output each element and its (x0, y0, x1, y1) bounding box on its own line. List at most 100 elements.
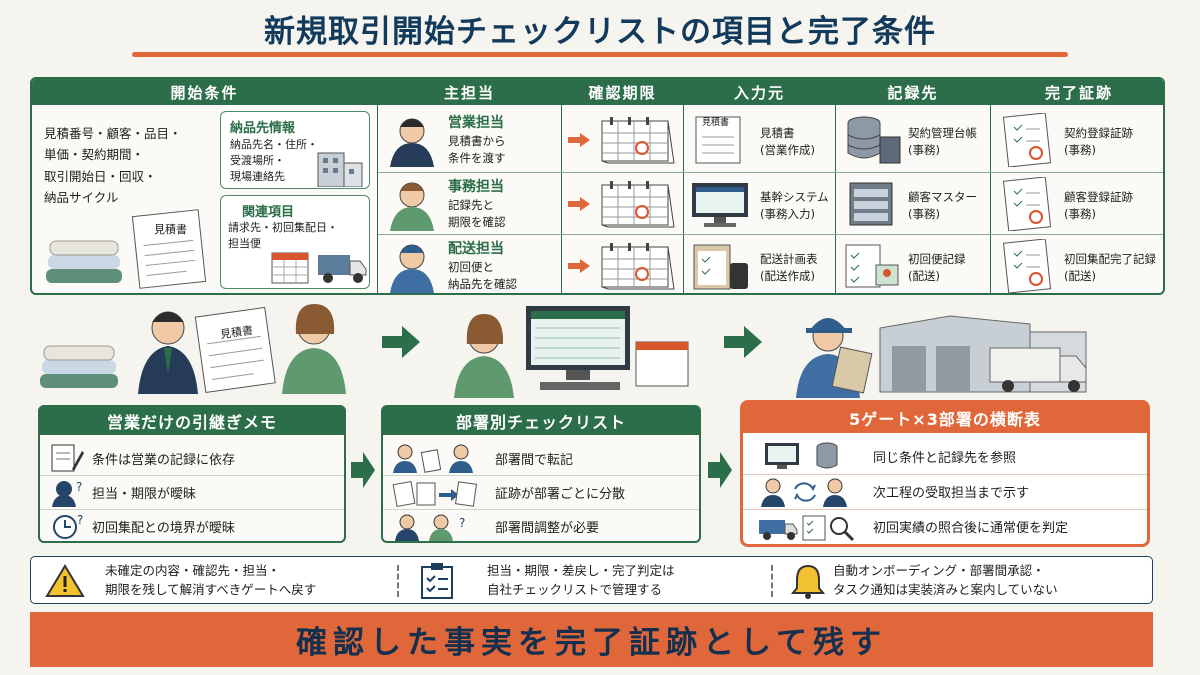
cross-table-title: 5ゲート×3部署の横断表 (743, 403, 1147, 433)
memo-title: 営業だけの引継ぎメモ (40, 407, 344, 435)
evidence-text: 顧客登録証跡(事務) (1064, 190, 1133, 221)
dept-item-3: 部署間調整が必要 (495, 521, 600, 536)
dept-item-2: 証跡が部署ごとに分散 (495, 487, 626, 502)
people-exchange-icon (393, 444, 473, 473)
record-destination-icon (847, 116, 901, 164)
banner-text: 確認した事実を完了証跡として残す (295, 625, 888, 661)
calendar-icon (271, 252, 309, 284)
confused-person-icon: ? (52, 480, 82, 507)
coordination-people-icon: ? (395, 514, 465, 541)
towel-stack-icon (46, 240, 122, 283)
memo-item-1: 条件は営業の記録に依存 (92, 452, 236, 468)
header-owner: 主担当 (378, 79, 561, 105)
deadline-arrow-icon (568, 197, 590, 211)
record-destination-icon (849, 182, 893, 226)
handoff-people-icon (761, 478, 847, 507)
memo-box: 営業だけの引継ぎメモ 条件は営業の記録に依存 ? 担当・期限が曖昧 ? 初回集配… (38, 405, 346, 543)
scene-sales-person (138, 311, 198, 394)
related-items-lines: 請求先・初回集配日・担当便 (228, 221, 338, 250)
deadline-calendar-icon (601, 117, 675, 164)
deadline-arrow-icon (568, 133, 590, 147)
estimate-label: 見積書 (154, 223, 187, 236)
checklist-table: 開始条件 主担当 確認期限 入力元 記録先 完了証跡 見積番号・顧客・品目・ 単… (30, 77, 1165, 295)
owner-description: 記録先と期限を確認 (448, 198, 506, 229)
evidence-text: 初回集配完了記録(配送) (1064, 252, 1156, 283)
note-3: 自動オンボーディング・部署間承認・タスク通知は実装済みと案内していない (833, 563, 1058, 597)
deadline-calendar-icon (601, 181, 675, 228)
dept-item-1: 部署間で転記 (495, 452, 574, 468)
deadline-calendar-icon (601, 243, 675, 290)
svg-text:?: ? (77, 513, 83, 527)
record-destination-text: 顧客マスター(事務) (908, 190, 977, 221)
note-1: 未確定の内容・確認先・担当・期限を残して解消すべきゲートへ戻す (105, 563, 317, 597)
cross-item-2: 次工程の受取担当まで示す (873, 486, 1030, 501)
building-icon (317, 152, 363, 187)
header-record: 記録先 (836, 79, 990, 105)
input-source-icon (693, 244, 748, 290)
warning-icon (45, 564, 85, 597)
owner-avatar-icon (390, 244, 434, 293)
scene-delivery-person (796, 318, 873, 398)
owner-avatar-icon (390, 182, 434, 231)
estimate-document-icon (131, 209, 207, 289)
record-destination-text: 契約管理台帳(事務) (908, 126, 977, 157)
cross-item-1: 同じ条件と記録先を参照 (873, 450, 1017, 466)
deadline-arrow-icon (568, 259, 590, 273)
monitor-database-icon (765, 442, 838, 469)
page-title: 新規取引開始チェックリストの項目と完了条件 (264, 14, 936, 50)
checklist-icon (421, 563, 453, 599)
delivery-info-title: 納品先情報 (230, 121, 296, 136)
bottom-banner: 確認した事実を完了証跡として残す (30, 612, 1153, 667)
evidence-text: 契約登録証跡(事務) (1064, 126, 1133, 157)
arrow-dept-to-cross (708, 452, 732, 488)
related-items-title: 関連項目 (242, 205, 295, 220)
notes-bar: 未確定の内容・確認先・担当・期限を残して解消すべきゲートへ戻す 担当・期限・差戻… (30, 556, 1153, 604)
scattered-documents-icon (392, 481, 477, 507)
scene-arrow-2 (724, 326, 762, 358)
evidence-document-icon (1002, 113, 1052, 167)
svg-text:?: ? (459, 516, 465, 530)
truck-checklist-search-icon (759, 515, 855, 542)
scene-estimate-doc (194, 306, 276, 394)
bell-icon (790, 564, 826, 599)
scene-truck (989, 347, 1087, 392)
owner-description: 見積書から条件を渡す (448, 134, 506, 165)
evidence-document-icon (1002, 177, 1052, 231)
title-underline (132, 52, 1068, 57)
memo-item-3: 初回集配との境界が曖昧 (92, 521, 235, 536)
owner-title: 配送担当 (448, 241, 504, 257)
input-source-text: 基幹システム(事務入力) (760, 190, 829, 221)
note-2: 担当・期限・差戻し・完了判定は自社チェックリストで管理する (487, 563, 675, 597)
start-conditions: 見積番号・顧客・品目・ 単価・契約期間・ 取引開始日・回収・ 納品サイクル (44, 126, 182, 205)
input-source-icon (695, 116, 741, 164)
header-deadline: 確認期限 (562, 79, 683, 105)
dept-checklist-box: 部署別チェックリスト 部署間で転記 証跡が部署ごとに分散 ? 部署間調整が必要 (381, 405, 701, 543)
owner-description: 初回便と納品先を確認 (448, 260, 517, 291)
delivery-info-lines: 納品先名・住所・受渡場所・現場連絡先 (230, 138, 318, 183)
record-destination-icon (845, 244, 899, 288)
header-evidence: 完了証跡 (991, 79, 1163, 105)
scene-woman-at-monitor (454, 306, 689, 398)
memo-item-2: 担当・期限が曖昧 (92, 487, 197, 502)
cross-item-3: 初回実績の照合後に通常便を判定 (873, 521, 1069, 536)
input-source-text: 見積書(営業作成) (760, 126, 815, 157)
evidence-document-icon (1002, 239, 1052, 293)
owner-title: 事務担当 (448, 179, 504, 195)
dept-checklist-title: 部署別チェックリスト (383, 407, 699, 435)
owner-title: 営業担当 (448, 115, 504, 131)
truck-icon (318, 255, 367, 283)
header-start: 開始条件 (32, 79, 377, 105)
scene-arrow-1 (382, 326, 420, 358)
scene-towels (40, 345, 118, 388)
input-doc-label: 見積書 (702, 118, 730, 128)
header-input: 入力元 (684, 79, 835, 105)
workflow-illustration (40, 304, 1087, 398)
memo-icon (51, 444, 84, 472)
clock-icon: ? (53, 513, 83, 539)
input-source-icon (692, 183, 748, 227)
arrow-memo-to-dept (351, 452, 375, 488)
owner-avatar-icon (390, 118, 434, 167)
scene-office-woman (282, 304, 346, 394)
svg-text:?: ? (76, 480, 82, 494)
record-destination-text: 初回便記録(配送) (908, 252, 966, 283)
